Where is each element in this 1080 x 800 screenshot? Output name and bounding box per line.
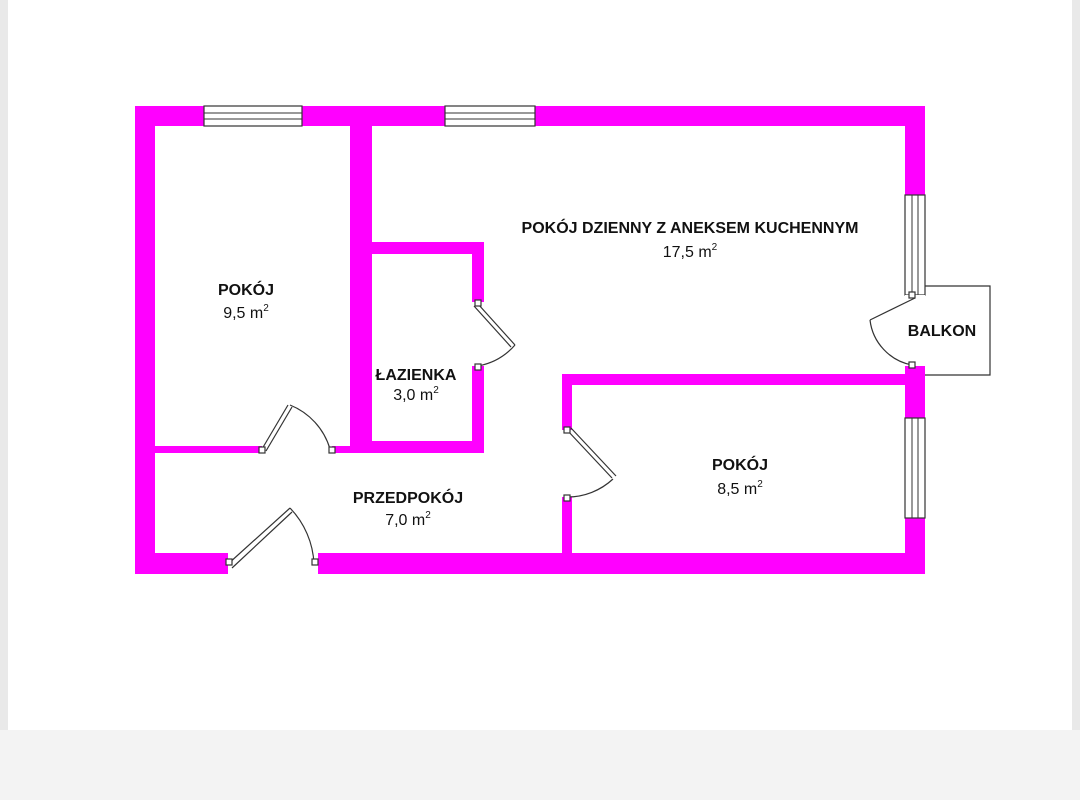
room-bedroom2-area: 8,5 m2 [717, 479, 763, 498]
room-bedroom1-area: 9,5 m2 [223, 303, 269, 322]
bedroom2-left-wall-bottom [562, 497, 572, 557]
page-bottom-margin [0, 730, 1080, 800]
room-hall-area: 7,0 m2 [385, 510, 431, 529]
bedroom2-top-wall [562, 374, 925, 385]
balcony-door-opening [905, 295, 925, 367]
room-bedroom1: POKÓJ 9,5 m2 [218, 280, 274, 322]
left-wall [135, 106, 155, 574]
bedroom2-door [563, 426, 617, 502]
entrance-door [225, 507, 319, 569]
balcony-outline [925, 285, 991, 376]
room-living-area: 17,5 m2 [663, 242, 718, 261]
room-bedroom2: POKÓJ 8,5 m2 [712, 455, 768, 498]
bottom-wall-left [135, 553, 228, 574]
window-bedroom2-right [904, 417, 926, 519]
room-balcony: BALKON [908, 323, 976, 340]
bathroom-door [473, 299, 516, 371]
room-balcony-name: BALKON [908, 323, 976, 340]
bedroom2-left-wall-top [562, 374, 572, 430]
window-living-top [444, 105, 536, 127]
bedroom1-door [258, 404, 336, 454]
window-living-right [904, 194, 926, 296]
bathroom-bottom-wall [350, 441, 484, 453]
room-hall-name: PRZEDPOKÓJ [353, 488, 463, 507]
room-living: POKÓJ DZIENNY Z ANEKSEM KUCHENNYM 17,5 m… [522, 218, 859, 261]
room-hall: PRZEDPOKÓJ 7,0 m2 [353, 488, 463, 529]
room-living-name: POKÓJ DZIENNY Z ANEKSEM KUCHENNYM [522, 218, 859, 237]
room-bedroom2-name: POKÓJ [712, 455, 768, 474]
room-bedroom1-name: POKÓJ [218, 280, 274, 299]
bathroom-right-wall-bottom [472, 366, 484, 453]
room-bathroom-area: 3,0 m2 [393, 385, 439, 404]
balcony-door-jamb [905, 366, 925, 375]
room-bathroom-name: ŁAZIENKA [376, 367, 457, 384]
windows [203, 105, 926, 519]
bathroom-right-wall-top [472, 242, 484, 302]
doors [225, 291, 916, 569]
walls [135, 106, 925, 574]
bottom-wall-right [318, 553, 925, 574]
balcony-door [869, 291, 916, 369]
bathroom-left-wall [350, 242, 362, 452]
room-bathroom: ŁAZIENKA 3,0 m2 [376, 367, 457, 404]
bedroom1-bottom-wall [155, 446, 262, 453]
window-bedroom1 [203, 105, 303, 127]
bathroom-top-wall [350, 242, 484, 254]
